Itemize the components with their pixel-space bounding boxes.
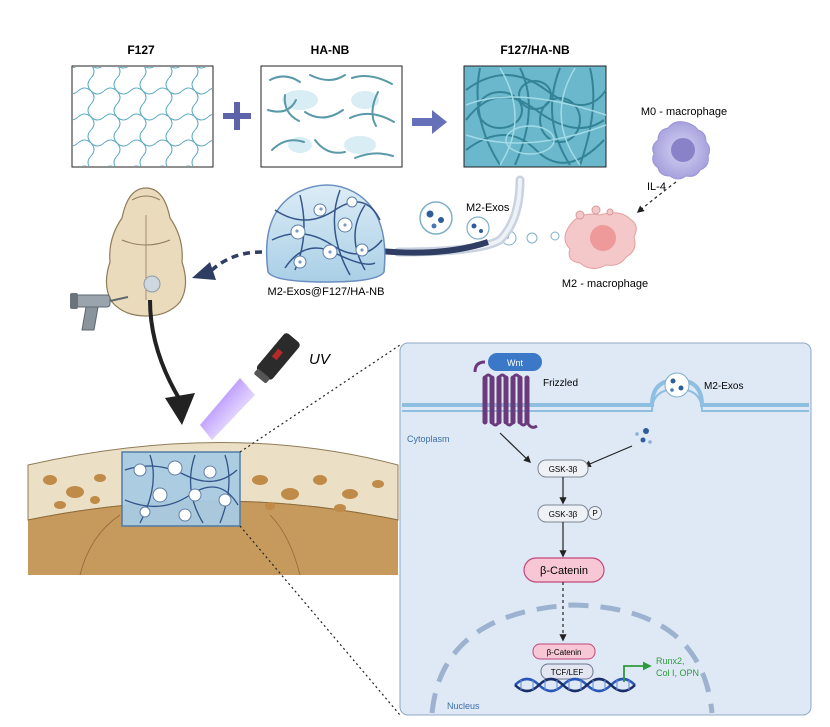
cytoplasm-label: Cytoplasm <box>407 434 450 444</box>
tcf-label: TCF/LEF <box>551 668 584 677</box>
m2-macrophage: M2 - macrophage <box>562 205 648 290</box>
m2-label: M2 - macrophage <box>562 278 648 290</box>
composite-panel: F127/HA-NB <box>463 43 607 168</box>
hydrogel-dome: M2-Exos@F127/HA-NB <box>265 184 386 298</box>
wnt-label: Wnt <box>507 358 524 368</box>
implant-arrow <box>192 250 263 280</box>
exos-label: M2-Exos <box>466 202 510 214</box>
hydrogel-label: M2-Exos@F127/HA-NB <box>268 286 385 298</box>
signaling-pathway-panel: M2-Exos Wnt Frizzled Cytoplasm GSK-3β GS… <box>399 342 812 716</box>
nucleus-label: Nucleus <box>447 701 480 711</box>
pathway-exos-label: M2-Exos <box>704 381 743 392</box>
il4-label: IL-4 <box>647 181 666 193</box>
bcatenin-label: β-Catenin <box>540 565 588 577</box>
f127-panel: F127 <box>71 43 214 168</box>
phospho-label: P <box>592 509 597 518</box>
plus-sign <box>223 102 251 130</box>
hanb-panel: HA-NB <box>260 43 403 168</box>
rat-skull <box>105 187 187 317</box>
m0-macrophage: M0 - macrophage IL-4 <box>636 106 727 213</box>
frizzled-label: Frizzled <box>543 378 578 389</box>
gsk1-label: GSK-3β <box>549 465 578 474</box>
gsk2-label: GSK-3β <box>549 510 578 519</box>
exosome-release: M2-Exos <box>419 201 560 246</box>
dna-helix <box>514 677 636 693</box>
genes-line2: Col I, OPN <box>656 668 699 678</box>
composite-label: F127/HA-NB <box>500 43 570 57</box>
zoom-lines <box>239 344 401 716</box>
hanb-label: HA-NB <box>311 43 350 57</box>
application-arrow <box>148 299 195 425</box>
drill-icon <box>70 293 129 331</box>
f127-label: F127 <box>127 43 155 57</box>
uv-label: UV <box>309 351 332 368</box>
mix-arrow <box>412 110 447 134</box>
m0-label: M0 - macrophage <box>641 106 727 118</box>
frizzled-receptor <box>473 360 538 429</box>
mixing-tube <box>393 175 525 257</box>
calvarial-defect <box>27 442 399 576</box>
genes-line1: Runx2, <box>656 656 685 666</box>
bcatenin-nuc-label: β-Catenin <box>547 648 582 657</box>
uv-lamp: UV <box>200 333 332 440</box>
